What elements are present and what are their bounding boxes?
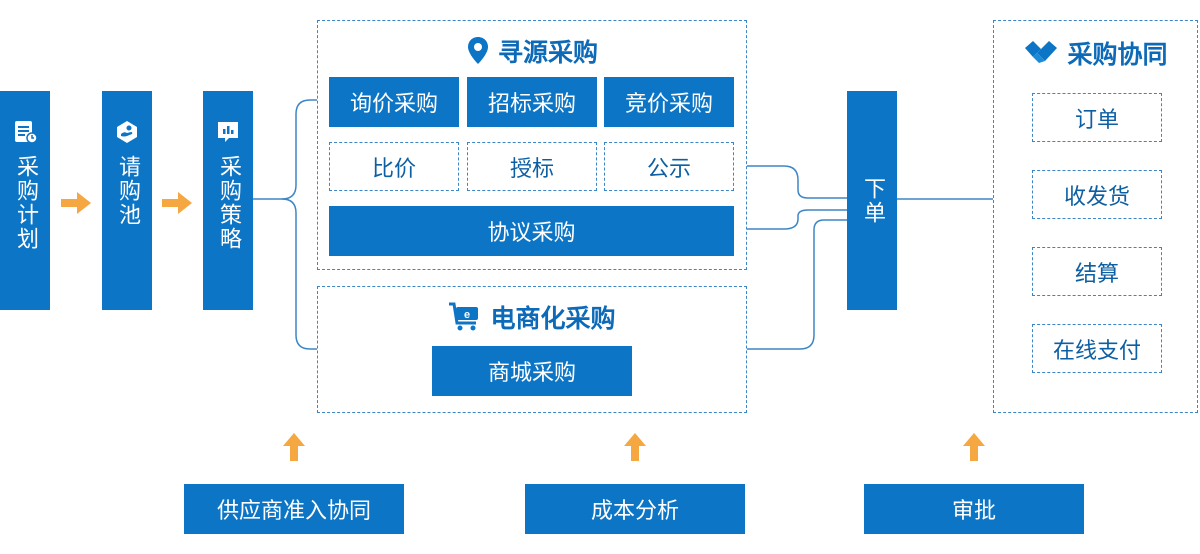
collaboration-group (993, 20, 1198, 413)
approval-button[interactable]: 审批 (864, 484, 1084, 534)
support-up-arrows (283, 433, 985, 461)
shopping-cart-icon: e (449, 302, 479, 331)
mall-purchase-button[interactable]: 商城采购 (432, 346, 632, 396)
handshake-icon (1025, 41, 1058, 63)
requisition-pool-label: 请购池 (115, 155, 140, 227)
purchase-strategy-box[interactable]: 采购策略 (203, 91, 253, 310)
requisition-pool-box[interactable]: 请购池 (102, 91, 152, 310)
location-pin-icon (467, 37, 488, 64)
arrow-plan-to-pool (61, 192, 91, 214)
ecommerce-title-row: e 电商化采购 (317, 296, 747, 338)
price-compare-item[interactable]: 比价 (329, 142, 459, 191)
purchase-strategy-label: 采购策略 (216, 155, 241, 251)
purchase-plan-label: 采购计划 (13, 155, 38, 251)
supplier-access-button[interactable]: 供应商准入协同 (184, 484, 404, 534)
sourcing-title-row: 寻源采购 (317, 30, 747, 72)
agreement-purchase-button[interactable]: 协议采购 (329, 206, 734, 256)
arrow-pool-to-strategy (162, 192, 192, 214)
ecommerce-title: 电商化采购 (490, 304, 616, 333)
purchase-plan-box[interactable]: 采购计划 (0, 91, 50, 310)
lines-to-order (734, 165, 847, 350)
bidding-purchase-button[interactable]: 竞价采购 (604, 77, 734, 127)
order-box[interactable]: 下单 (847, 91, 897, 310)
inquiry-purchase-button[interactable]: 询价采购 (329, 77, 459, 127)
delivery-item[interactable]: 收发货 (1032, 170, 1162, 219)
publicity-item[interactable]: 公示 (604, 142, 734, 191)
plan-document-icon (15, 121, 38, 144)
strategy-chart-icon (218, 122, 238, 142)
award-item[interactable]: 授标 (467, 142, 597, 191)
settlement-item[interactable]: 结算 (1032, 247, 1162, 296)
sourcing-title: 寻源采购 (497, 38, 598, 67)
collaboration-title: 采购协同 (1067, 40, 1168, 69)
hand-money-icon (117, 121, 137, 143)
order-item[interactable]: 订单 (1032, 93, 1162, 142)
svg-text:e: e (464, 309, 470, 321)
order-label: 下单 (860, 176, 885, 225)
strategy-branch-lines (253, 99, 317, 350)
tender-purchase-button[interactable]: 招标采购 (467, 77, 597, 127)
collaboration-title-row: 采购协同 (993, 32, 1198, 74)
cost-analysis-button[interactable]: 成本分析 (525, 484, 745, 534)
online-payment-item[interactable]: 在线支付 (1032, 324, 1162, 373)
